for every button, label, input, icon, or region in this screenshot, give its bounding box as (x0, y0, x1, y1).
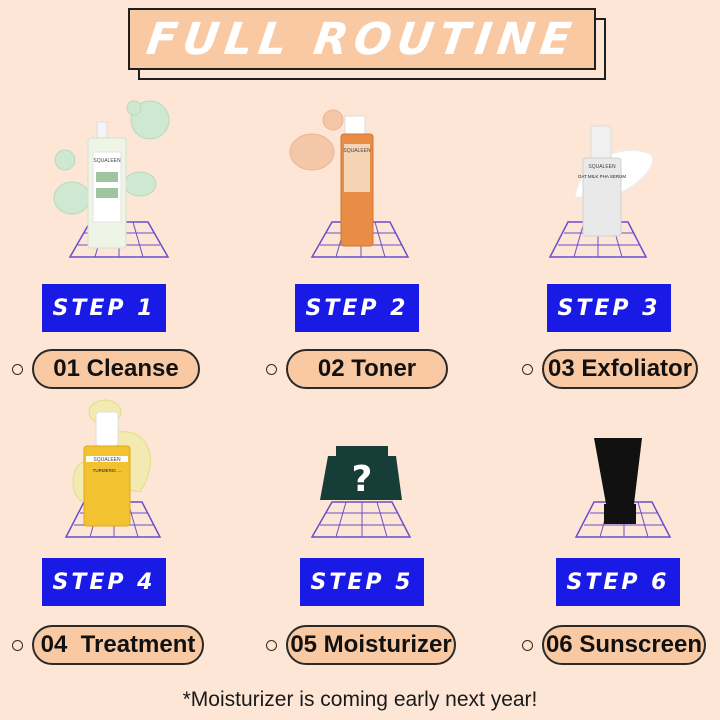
bullet-dot (522, 639, 533, 651)
step-2-badge: STEP 2 (295, 284, 419, 332)
exfoliator-bottle-illustration: SQUALEEN OAT MILK PHA SERUM (548, 125, 653, 258)
step-4-label: 04 Treatment (32, 625, 204, 665)
mystery-product-illustration: ? (310, 446, 412, 538)
step-6-label: 06 Sunscreen (542, 625, 706, 665)
title-banner: FULL ROUTINE (128, 8, 606, 80)
footnote: *Moisturizer is coming early next year! (182, 688, 538, 711)
step-1-label: 01 Cleanse (32, 349, 200, 389)
product-brand-text: SQUALEEN (343, 148, 371, 154)
step-6-badge: STEP 6 (556, 558, 680, 606)
treatment-bottle-illustration: SQUALEEN TURMERIC ... (64, 399, 162, 538)
title-box: FULL ROUTINE (128, 8, 596, 70)
step-1-label-row: 01 Cleanse (12, 349, 200, 389)
product-brand-text: SQUALEEN (93, 457, 121, 463)
step-2-label: 02 Toner (286, 349, 448, 389)
sunscreen-tube-silhouette (574, 438, 672, 538)
step-2-label-row: 02 Toner (266, 349, 448, 389)
step-5-label-row: 05 Moisturizer (266, 625, 456, 665)
bullet-dot (522, 363, 533, 375)
step-5-badge: STEP 5 (300, 558, 424, 606)
step-5-label: 05 Moisturizer (286, 625, 456, 665)
step-3-badge: STEP 3 (547, 284, 671, 332)
step-1-badge: STEP 1 (42, 284, 166, 332)
product-name-text: TURMERIC ... (93, 468, 122, 473)
bullet-dot (12, 639, 23, 651)
toner-bottle-illustration: SQUALEEN (289, 109, 410, 258)
page-title: FULL ROUTINE (143, 13, 581, 65)
step-4-badge: STEP 4 (42, 558, 166, 606)
bullet-dot (12, 363, 23, 375)
product-brand-text: SQUALEEN (588, 164, 616, 170)
bullet-dot (266, 639, 277, 651)
step-3-label: 03 Exfoliator (542, 349, 698, 389)
grid-platform (310, 501, 412, 538)
cleanser-bottle-illustration: SQUALEEN (53, 100, 170, 258)
product-name-text: OAT MILK PHA SERUM (578, 174, 627, 179)
product-brand-text: SQUALEEN (93, 158, 121, 164)
step-3-label-row: 03 Exfoliator (522, 349, 698, 389)
bullet-dot (266, 363, 277, 375)
step-6-label-row: 06 Sunscreen (522, 625, 706, 665)
step-4-label-row: 04 Treatment (12, 625, 204, 665)
question-mark-icon: ? (352, 459, 373, 500)
